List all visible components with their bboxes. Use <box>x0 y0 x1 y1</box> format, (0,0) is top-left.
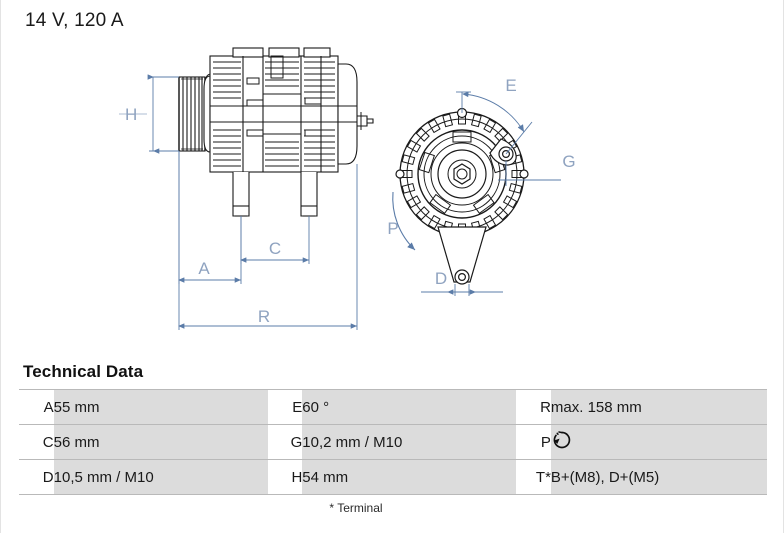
row-value-r: max. 158 mm <box>550 389 767 425</box>
row-value-t: B+(M8), D+(M5) <box>550 459 767 495</box>
row-value-d: 10,5 mm / M10 <box>53 459 268 495</box>
row-key-r: R <box>516 389 551 425</box>
row-key-h: H <box>267 459 303 495</box>
technical-data-heading: Technical Data <box>23 362 144 381</box>
row-key-p: P <box>516 424 551 460</box>
alternator-side-view: H A C R <box>119 47 374 330</box>
table-row: A 55 mm E 60 ° R max. 158 mm <box>19 389 767 425</box>
row-value-e: 60 ° <box>302 389 517 425</box>
dimension-label-r: R <box>258 307 270 326</box>
dimension-label-c: C <box>269 239 281 258</box>
dimension-g <box>498 161 561 186</box>
alternator-front-view: E G P D <box>387 76 576 296</box>
row-value-a: 55 mm <box>53 389 268 425</box>
row-key-c: C <box>19 424 54 460</box>
alternator-housing <box>203 47 374 217</box>
dimension-h <box>119 74 179 154</box>
page-title: 14 V, 120 A <box>25 10 124 31</box>
row-key-g: G <box>267 424 303 460</box>
dimension-label-d: D <box>435 269 447 288</box>
technical-data-section: Technical Data A 55 mm E 60 ° R max. 158… <box>19 362 767 495</box>
dimension-e <box>456 91 533 155</box>
technical-drawings: H A C R <box>1 34 783 352</box>
row-key-t: T* <box>516 459 551 495</box>
dimension-label-a: A <box>198 259 210 278</box>
row-key-a: A <box>19 389 54 425</box>
dimension-c <box>240 216 310 264</box>
counterclockwise-rotation-icon <box>551 429 573 455</box>
row-value-h: 54 mm <box>302 459 517 495</box>
drawings-svg: H A C R <box>119 47 576 330</box>
row-key-e: E <box>267 389 303 425</box>
row-value-p <box>550 424 767 460</box>
dimension-label-h: H <box>125 105 137 124</box>
dimension-d <box>421 284 503 296</box>
row-value-c: 56 mm <box>53 424 268 460</box>
footnote-terminal: * Terminal <box>329 501 383 515</box>
table-row: C 56 mm G 10,2 mm / M10 P <box>19 424 767 460</box>
dimension-label-g: G <box>562 152 575 171</box>
technical-data-table: A 55 mm E 60 ° R max. 158 mm C 56 mm G 1… <box>19 389 767 495</box>
dimension-label-p: P <box>387 219 398 238</box>
row-value-g: 10,2 mm / M10 <box>302 424 517 460</box>
dimension-p-rotation-arrow <box>392 191 416 251</box>
dimension-label-e: E <box>505 76 516 95</box>
table-row: D 10,5 mm / M10 H 54 mm T* B+(M8), D+(M5… <box>19 459 767 495</box>
row-key-d: D <box>19 459 54 495</box>
dimension-r <box>178 151 358 330</box>
